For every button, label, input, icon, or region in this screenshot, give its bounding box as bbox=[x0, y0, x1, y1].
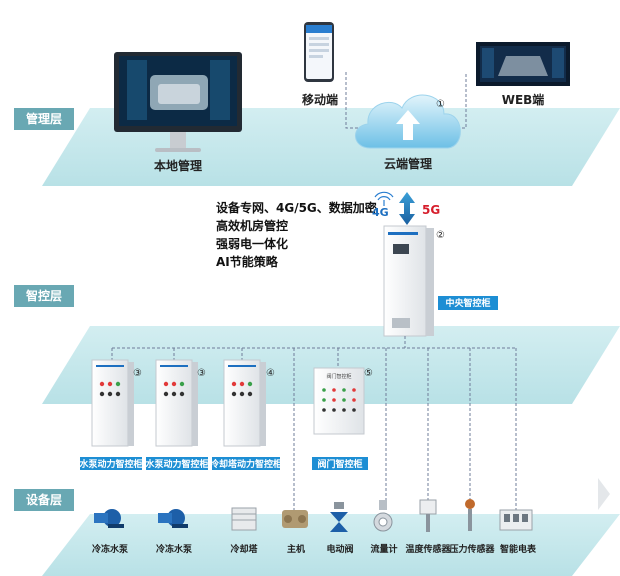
chilled-pump-1-icon bbox=[94, 509, 124, 528]
central-cabinet-icon bbox=[383, 225, 434, 337]
signal-icon bbox=[374, 191, 394, 206]
cloud-icon bbox=[355, 94, 461, 149]
feature-3: 强弱电一体化 bbox=[216, 236, 288, 251]
bidirectional-arrow-icon bbox=[399, 192, 415, 225]
cooling-tower-icon bbox=[231, 507, 257, 531]
web-label: WEB端 bbox=[502, 92, 545, 107]
device-label-chiller: 主机 bbox=[287, 543, 305, 555]
pressure-sensor-icon bbox=[465, 499, 475, 531]
web-screen-icon bbox=[476, 42, 570, 86]
marker-3b: ③ bbox=[197, 368, 206, 379]
local-monitor-icon bbox=[114, 52, 242, 152]
layer-label-management: 管理层 bbox=[14, 108, 74, 130]
cloud-management-label: 云端管理 bbox=[384, 156, 432, 171]
device-label-electric-valve: 电动阀 bbox=[326, 543, 353, 555]
svg-text:冷却塔动力智控柜: 冷却塔动力智控柜 bbox=[210, 458, 282, 470]
central-cabinet-label: 中央智控柜 bbox=[438, 296, 498, 310]
smart-meter-icon bbox=[499, 509, 533, 531]
svg-text:阀门智控柜: 阀门智控柜 bbox=[317, 458, 362, 470]
upload-arrow-icon bbox=[396, 110, 420, 140]
pump-cabinet-1-label: 水泵动力智控柜 bbox=[79, 457, 143, 470]
chilled-pump-2-icon bbox=[158, 509, 188, 528]
device-platform bbox=[42, 514, 620, 576]
feature-4: AI节能策略 bbox=[216, 254, 279, 269]
svg-text:智控层: 智控层 bbox=[25, 288, 62, 303]
device-label-temperature-sensor: 温度传感器 bbox=[405, 543, 451, 555]
mobile-phone-icon bbox=[304, 22, 334, 82]
local-management-label: 本地管理 bbox=[154, 158, 202, 173]
mobile-label: 移动端 bbox=[302, 92, 338, 107]
device-label-chilled-pump-2: 冷冻水泵 bbox=[156, 543, 193, 555]
svg-text:阀门智控柜: 阀门智控柜 bbox=[326, 373, 351, 380]
network-5g-label: 5G bbox=[422, 203, 440, 217]
layer-label-control: 智控层 bbox=[14, 285, 74, 307]
next-arrow-icon bbox=[598, 478, 610, 510]
marker-3a: ③ bbox=[133, 368, 142, 379]
electric-valve-icon bbox=[330, 502, 348, 532]
marker-2: ② bbox=[436, 230, 445, 241]
layer-label-device: 设备层 bbox=[14, 489, 74, 511]
feature-2: 高效机房管控 bbox=[216, 218, 288, 233]
svg-text:中央智控柜: 中央智控柜 bbox=[445, 297, 490, 309]
device-label-chilled-pump-1: 冷冻水泵 bbox=[92, 543, 129, 555]
valve-cabinet-label: 阀门智控柜 bbox=[312, 457, 368, 470]
tower-cabinet-icon bbox=[223, 359, 266, 447]
feature-1: 设备专网、4G/5G、数据加密 bbox=[216, 200, 377, 215]
pump-cabinet-2-icon bbox=[155, 359, 198, 447]
device-label-smart-meter: 智能电表 bbox=[500, 543, 537, 555]
chiller-unit-icon bbox=[282, 510, 308, 528]
marker-5: ⑤ bbox=[364, 368, 373, 379]
tower-cabinet-label: 冷却塔动力智控柜 bbox=[210, 457, 282, 470]
pump-cabinet-2-label: 水泵动力智控柜 bbox=[145, 457, 209, 470]
svg-text:设备层: 设备层 bbox=[26, 492, 62, 507]
svg-text:水泵动力智控柜: 水泵动力智控柜 bbox=[145, 458, 208, 470]
device-label-cooling-tower: 冷却塔 bbox=[230, 543, 258, 555]
pump-cabinet-1-icon bbox=[91, 359, 134, 447]
device-label-flowmeter: 流量计 bbox=[370, 543, 397, 555]
device-label-pressure-sensor: 压力传感器 bbox=[449, 543, 495, 555]
valve-cabinet-icon: 阀门智控柜 bbox=[313, 367, 365, 435]
control-bus-lines bbox=[111, 336, 517, 510]
marker-4: ④ bbox=[266, 368, 275, 379]
network-4g-label: 4G bbox=[372, 206, 389, 219]
marker-1: ① bbox=[436, 99, 445, 110]
flowmeter-icon bbox=[373, 500, 393, 532]
temperature-sensor-icon bbox=[419, 499, 437, 532]
svg-text:管理层: 管理层 bbox=[26, 111, 62, 126]
svg-text:水泵动力智控柜: 水泵动力智控柜 bbox=[79, 458, 142, 470]
